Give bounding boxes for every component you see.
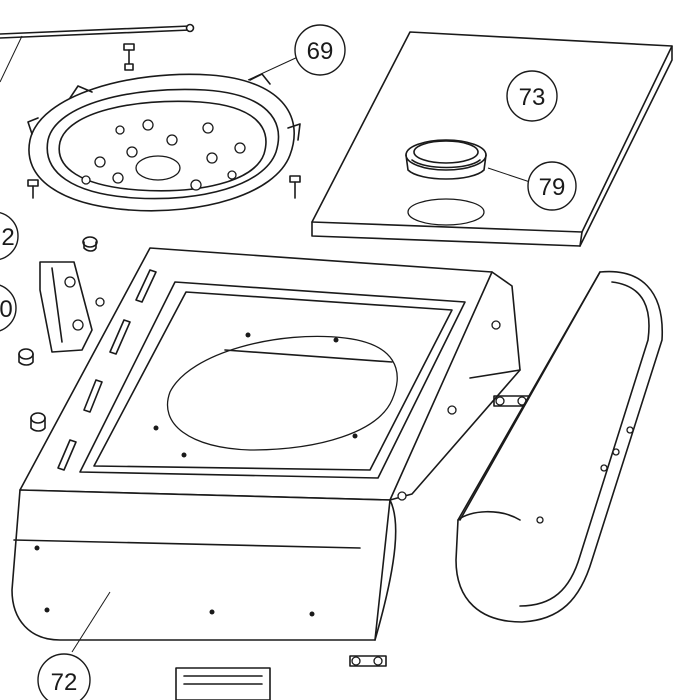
part-72-frame: [11, 247, 521, 641]
part-79-ring: [405, 139, 487, 180]
callout-partial-0: 0: [0, 296, 13, 323]
screw-assembly-2: [349, 655, 387, 667]
bracket: [39, 261, 93, 353]
callout-72: 72: [51, 669, 78, 696]
rod: [0, 23, 195, 83]
screw-right: [289, 175, 301, 199]
knob-1: [82, 236, 98, 252]
side-panel: [455, 270, 663, 623]
callout-73: 73: [519, 84, 546, 111]
part-69-tray: [27, 73, 301, 212]
screw-top: [123, 43, 135, 71]
part-73-cover: [311, 31, 673, 247]
callout-partial-2: 2: [1, 224, 14, 251]
screw-left: [27, 179, 39, 199]
connector: [175, 667, 271, 700]
knob-3: [30, 412, 46, 432]
callout-79: 79: [539, 174, 566, 201]
callout-69: 69: [307, 38, 334, 65]
knob-2: [18, 348, 34, 366]
